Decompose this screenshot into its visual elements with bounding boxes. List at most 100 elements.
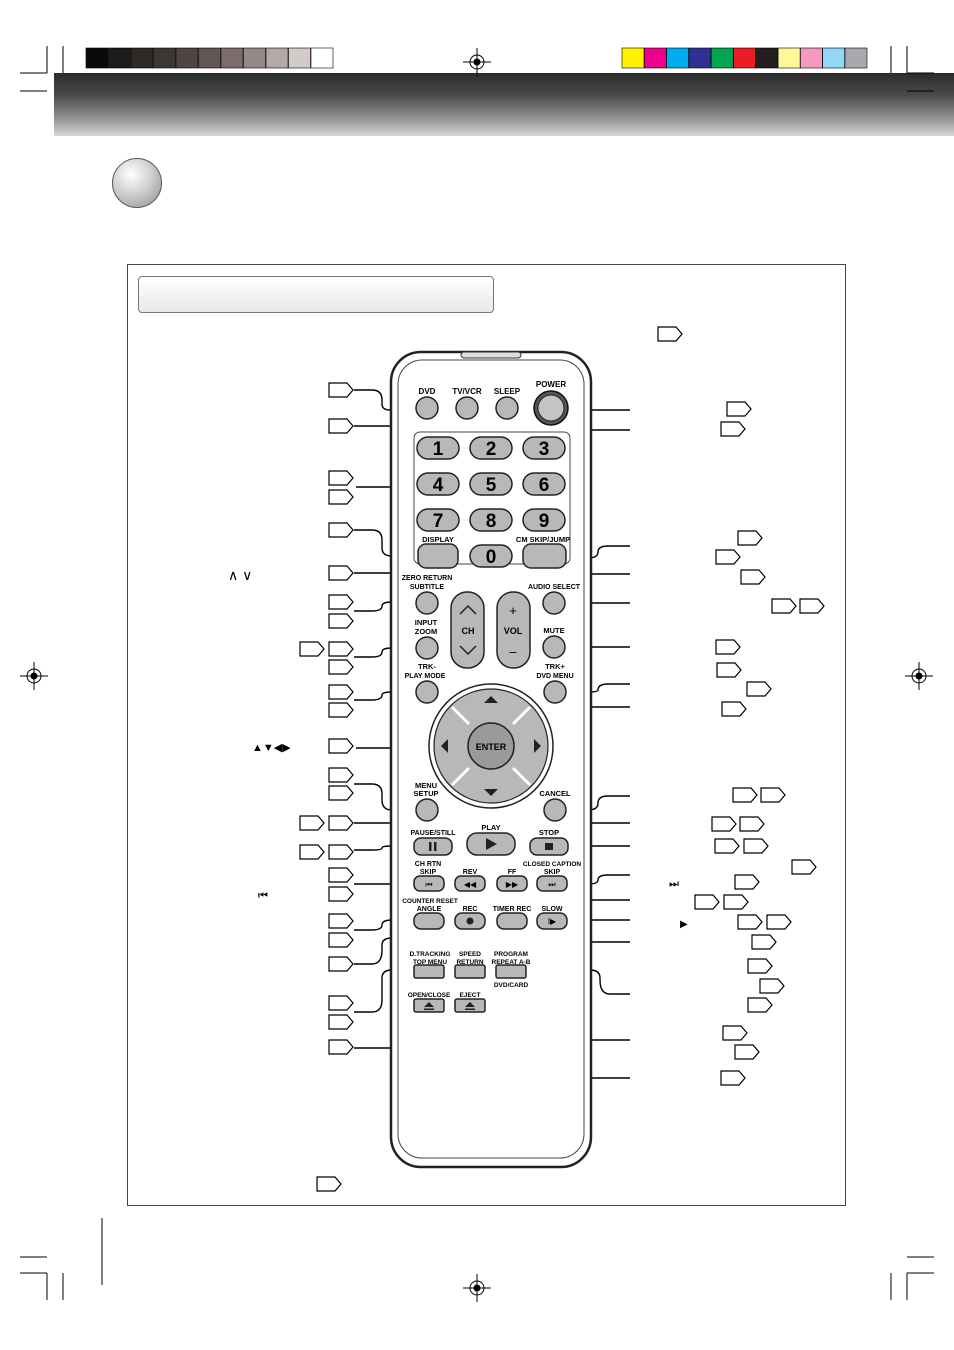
gray-swatch (108, 47, 131, 69)
sleep-label: SLEEP (494, 387, 521, 396)
digit-button[interactable] (522, 472, 566, 496)
digit-button[interactable] (416, 508, 460, 532)
page-ref-tag (721, 701, 747, 717)
digit-button[interactable] (522, 436, 566, 460)
skip-back-icon: ⏮ (425, 880, 432, 889)
page-ref-tag (771, 598, 797, 614)
menu-label: MENU (415, 781, 437, 790)
digit-label: 4 (433, 475, 444, 496)
page-ref-tag (759, 978, 785, 994)
ff-button[interactable] (496, 875, 528, 892)
dpad[interactable]: ENTER (428, 683, 554, 809)
page-ref-tag (328, 867, 354, 883)
ch-rocker[interactable] (450, 591, 485, 669)
page-ref-tag (722, 1025, 748, 1041)
timer-rec-button[interactable] (496, 912, 528, 930)
skip-back-button[interactable] (413, 875, 445, 892)
vol-rocker[interactable] (496, 591, 531, 669)
skip-fwd-button[interactable] (536, 875, 568, 892)
page-ref-tag (328, 382, 354, 398)
mute-label: MUTE (543, 626, 564, 635)
mute-button[interactable] (542, 635, 566, 659)
page-ref-tag (328, 684, 354, 700)
dvd-button[interactable] (415, 396, 439, 420)
digit-label: 2 (486, 439, 497, 460)
return-label: RETURN (456, 959, 483, 966)
eject-icon-1 (424, 1002, 434, 1010)
page-ref-tag (328, 738, 354, 754)
page-ref-tag (316, 1176, 342, 1192)
page-ref-tag (799, 598, 825, 614)
page-ref-tag (716, 662, 742, 678)
repeat-ab-label: REPEAT A-B (492, 959, 531, 966)
gray-swatch (175, 47, 199, 69)
digit-label: 0 (486, 547, 497, 568)
gray-swatch (130, 47, 154, 69)
setup-button[interactable] (415, 798, 439, 822)
pause-button[interactable] (413, 837, 453, 856)
dtracking-label: D.TRACKING (410, 951, 451, 958)
top-menu-button[interactable] (413, 964, 445, 979)
page-ref-tag (726, 401, 752, 417)
rec-label: REC (463, 906, 478, 913)
page-ref-tag (737, 530, 763, 546)
digit-label: 7 (433, 511, 444, 532)
digit-button[interactable] (416, 436, 460, 460)
dvd-label: DVD (419, 387, 436, 396)
page-ref-tag (328, 956, 354, 972)
page-ref-tag (766, 914, 792, 930)
digit-button[interactable] (469, 472, 513, 496)
vol-label: VOL (504, 626, 523, 636)
repeat-ab-button[interactable] (495, 964, 527, 979)
cancel-button[interactable] (543, 798, 567, 822)
color-swatch (666, 47, 689, 69)
digit-button[interactable] (469, 544, 513, 568)
digit-label: 5 (486, 475, 497, 496)
slow-label: SLOW (542, 906, 563, 913)
dpad-left-icon (441, 739, 448, 753)
page-ref-tag (299, 844, 325, 860)
tvvcr-button[interactable] (455, 396, 479, 420)
angle-button[interactable] (413, 912, 445, 930)
subtitle-button[interactable] (415, 591, 439, 615)
zoom-label: ZOOM (415, 627, 438, 636)
color-calibration-bars (85, 47, 868, 69)
slow-button[interactable] (536, 912, 568, 930)
sleep-button[interactable] (495, 396, 519, 420)
input-label: INPUT (415, 618, 438, 627)
digit-button[interactable] (416, 472, 460, 496)
pause-still-label: PAUSE/STILL (411, 830, 457, 837)
play-mode-button[interactable] (415, 680, 439, 704)
page-ref-tag (328, 815, 354, 831)
digit-button[interactable] (469, 436, 513, 460)
page-ref-tag (328, 995, 354, 1011)
dvd-menu-button[interactable] (543, 680, 567, 704)
cmskip-button[interactable] (522, 543, 567, 569)
page-ref-tag (715, 549, 741, 565)
page-ref-tag (328, 659, 354, 675)
subtitle-label: SUBTITLE (410, 584, 445, 591)
digit-button[interactable] (469, 508, 513, 532)
registration-mark-right (905, 662, 933, 690)
rev-button[interactable] (454, 875, 486, 892)
trk-plus-label: TRK+ (545, 662, 565, 671)
gray-swatch (265, 47, 289, 69)
zoom-button[interactable] (415, 636, 439, 660)
digit-button[interactable] (522, 508, 566, 532)
skip-fwd-label: SKIP (544, 869, 561, 876)
registration-mark-left (20, 662, 48, 690)
page-ref-tag (791, 859, 817, 875)
audio-select-button[interactable] (542, 591, 566, 615)
page-ref-tag (328, 844, 354, 860)
display-button[interactable] (417, 543, 459, 569)
enter-button[interactable] (467, 722, 515, 770)
page-ref-tag (299, 641, 325, 657)
page-ref-tag (732, 787, 758, 803)
digit-label: 3 (539, 439, 550, 460)
skip-back-label: SKIP (420, 869, 437, 876)
section-bullet-sphere (112, 158, 162, 208)
return-button[interactable] (454, 964, 486, 979)
page-ref-tag (328, 886, 354, 902)
